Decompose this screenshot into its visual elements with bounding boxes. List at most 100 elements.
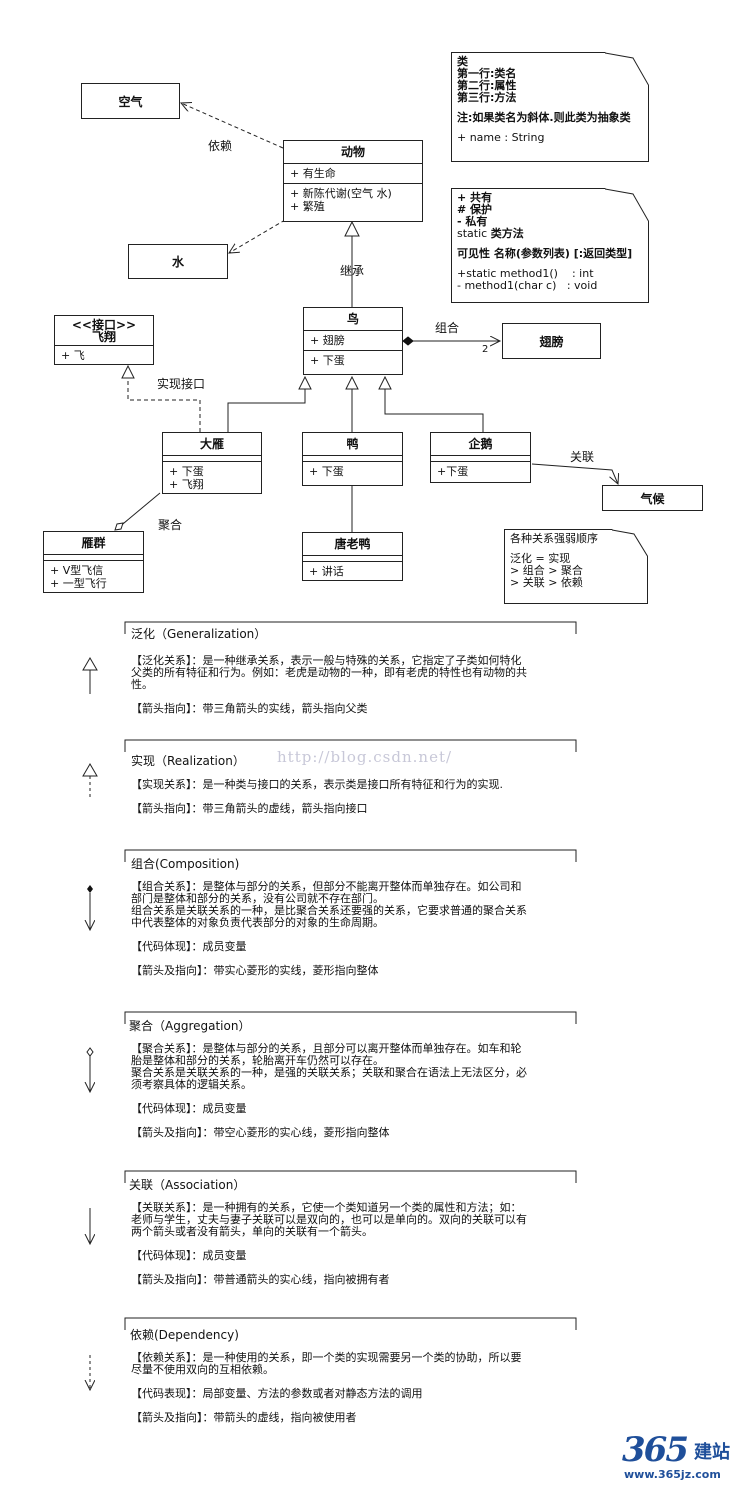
panel-line: 胎是整体和部分的关系，轮胎离开车仍然可以存在。 — [131, 1054, 384, 1067]
generalization-triangle-bird-mid — [345, 375, 359, 390]
logo-number: 365 — [622, 1430, 689, 1470]
class-flock-ops: + V型飞信 + 一型飞行 — [44, 561, 143, 593]
note-vis-line: +static method1() : int — [457, 267, 594, 280]
panel-dependency: 依赖(Dependency) 【依赖关系】：是一种使用的关系，即一个类的实现需要… — [125, 1326, 576, 1432]
generalization-penguin-bird — [384, 389, 484, 432]
panel-generalization: 泛化（Generalization） 【泛化关系】：是一种继承关系，表示一般与特… — [125, 625, 576, 717]
class-donald-attrs — [303, 556, 402, 562]
blog-watermark: http://blog.csdn.net/ — [277, 748, 453, 766]
dependency-animal-air — [181, 103, 284, 149]
note-class-line: 第三行:方法 — [457, 91, 517, 104]
note-dogear-icon — [612, 529, 648, 557]
class-bird-ops: + 下蛋 — [304, 351, 402, 370]
legend-composition-diamond — [87, 885, 93, 893]
class-wing-name: 翅膀 — [539, 334, 564, 349]
class-flock-op: + 一型飞行 — [50, 577, 107, 590]
realization-triangle-fly — [121, 364, 135, 379]
panel-line: 【组合关系】：是整体与部分的关系，但部分不能离开整体而单独存在。如公司和 — [131, 880, 522, 893]
panel-line: 父类的所有特征和行为。例如：老虎是动物的一种，即有老虎的特性也有动物的共 — [131, 666, 527, 679]
class-goose: 大雁 + 下蛋 + 飞翔 — [162, 432, 262, 494]
label-association: 关联 — [570, 450, 595, 464]
panel-body: 【组合关系】：是整体与部分的关系，但部分不能离开整体而单独存在。如公司和 部门是… — [131, 881, 571, 977]
note-vis-line: - 私有 — [457, 215, 488, 228]
class-penguin-ops: +下蛋 — [431, 462, 530, 481]
panel-line: 【箭头指向】：带三角箭头的实线，箭头指向父类 — [131, 702, 368, 715]
class-bird: 鸟 + 翅膀 + 下蛋 — [303, 307, 403, 375]
class-flock-op: + V型飞信 — [50, 564, 104, 577]
legend-aggregation-diamond — [86, 1047, 94, 1057]
label-aggregation: 聚合 — [158, 518, 183, 532]
note-relation-order: 各种关系强弱顺序 泛化 = 实现 > 组合 > 聚合 > 关联 > 依赖 — [504, 529, 648, 604]
class-donald-op: + 讲话 — [309, 565, 344, 578]
note-class-line: 第二行:属性 — [457, 79, 517, 92]
panel-line: 须考察具体的逻辑关系。 — [131, 1078, 252, 1091]
class-water: 水 — [128, 244, 228, 279]
class-penguin-op: +下蛋 — [437, 465, 469, 478]
class-penguin-attrs — [431, 456, 530, 462]
panel-body: 【聚合关系】：是整体与部分的关系，且部分可以离开整体而单独存在。如车和轮 胎是整… — [131, 1043, 571, 1139]
class-climate: 气候 — [602, 485, 703, 511]
label-composition: 组合 — [435, 321, 460, 335]
panel-line: 【箭头及指向】：带普通箭头的实心线，指向被拥有者 — [131, 1273, 390, 1286]
class-duck-op: + 下蛋 — [309, 465, 344, 478]
aggregation-goose-flock — [117, 492, 161, 529]
class-fly-header: <<接口>> 飞翔 — [55, 316, 153, 346]
note-vis-static-line: static 类方法 — [457, 228, 643, 240]
panel-line: 组合关系是关联关系的一种，是比聚合关系还要强的关系，它要求普通的聚合关系 — [131, 904, 527, 917]
class-fly-ops: + 飞 — [55, 346, 153, 365]
panel-title: 聚合（Aggregation） — [129, 1019, 251, 1033]
class-penguin-name: 企鹅 — [431, 433, 530, 456]
panel-line: 【箭头及指向】：带空心菱形的实心线，菱形指向整体 — [131, 1126, 390, 1139]
note-vis-line: 可见性 名称(参数列表) [:返回类型] — [457, 247, 633, 260]
note-dogear-icon — [605, 188, 649, 222]
association-penguin-climate — [531, 463, 618, 484]
class-bird-op: + 下蛋 — [310, 354, 345, 367]
note-vis-static-desc: 类方法 — [490, 227, 524, 240]
class-animal-op: + 新陈代谢(空气 水) — [290, 187, 392, 200]
class-water-name: 水 — [171, 255, 184, 269]
class-penguin: 企鹅 +下蛋 — [430, 432, 531, 483]
class-duck-ops: + 下蛋 — [303, 462, 402, 481]
note-class-line: 注:如果类名为斜体.则此类为抽象类 — [457, 111, 631, 124]
note-visibility: + 共有 # 保护 - 私有 static 类方法 可见性 名称(参数列表) [… — [451, 188, 649, 303]
note-order-line: 各种关系强弱顺序 — [510, 532, 598, 545]
panel-line: 【关联关系】：是一种拥有的关系，它使一个类知道另一个类的属性和方法；如： — [131, 1201, 522, 1214]
class-flock: 雁群 + V型飞信 + 一型飞行 — [43, 531, 144, 593]
class-fly-stereotype: <<接口>> — [71, 318, 137, 332]
class-flock-attrs — [44, 555, 143, 561]
label-realize: 实现接口 — [157, 377, 206, 391]
panel-title: 组合(Composition) — [131, 857, 240, 871]
generalization-triangle-bird-left — [298, 375, 312, 390]
panel-title: 泛化（Generalization） — [131, 627, 267, 641]
class-animal-ops: + 新陈代谢(空气 水) + 繁殖 — [284, 184, 422, 216]
panel-line: 两个箭头或者没有箭头，单向的关联有一个箭头。 — [131, 1225, 373, 1238]
panel-line: 老师与学生，丈夫与妻子关联可以是双向的，也可以是单向的。双向的关联可以有 — [131, 1213, 527, 1226]
site-logo: 365 建站 www.365jz.com — [622, 1430, 742, 1485]
class-animal-op: + 繁殖 — [290, 200, 325, 213]
logo-url: www.365jz.com — [624, 1468, 721, 1481]
note-order-line: > 关联 > 依赖 — [510, 576, 583, 589]
panel-line: 【箭头指向】：带三角箭头的虚线，箭头指向接口 — [131, 802, 368, 815]
class-duck-attrs — [303, 456, 402, 462]
note-class-line: 类 — [457, 55, 468, 68]
class-goose-op: + 飞翔 — [169, 478, 204, 491]
class-goose-op: + 下蛋 — [169, 465, 204, 478]
class-fly-name: 飞翔 — [91, 330, 116, 344]
logo-cn: 建站 — [694, 1442, 730, 1463]
note-vis-line: - method1(char c) : void — [457, 279, 598, 292]
label-dependency: 依赖 — [208, 139, 233, 153]
panel-line: 聚合关系是关联关系的一种，是强的关联关系；关联和聚合在语法上无法区分，必 — [131, 1066, 527, 1079]
legend-realization-triangle — [82, 763, 98, 777]
class-bird-attrs: + 翅膀 — [304, 331, 402, 351]
generalization-goose-bird — [227, 389, 306, 432]
note-class-line: + name : String — [457, 131, 545, 144]
panel-frame-association — [124, 1170, 577, 1183]
note-dogear-icon — [605, 52, 649, 86]
class-wing: 翅膀 — [502, 323, 601, 359]
generalization-triangle-animal — [344, 220, 360, 237]
class-donald-name: 唐老鸭 — [303, 533, 402, 556]
class-air: 空气 — [81, 83, 180, 119]
class-animal-name: 动物 — [284, 141, 422, 164]
panel-frame-dependency — [124, 1317, 577, 1330]
